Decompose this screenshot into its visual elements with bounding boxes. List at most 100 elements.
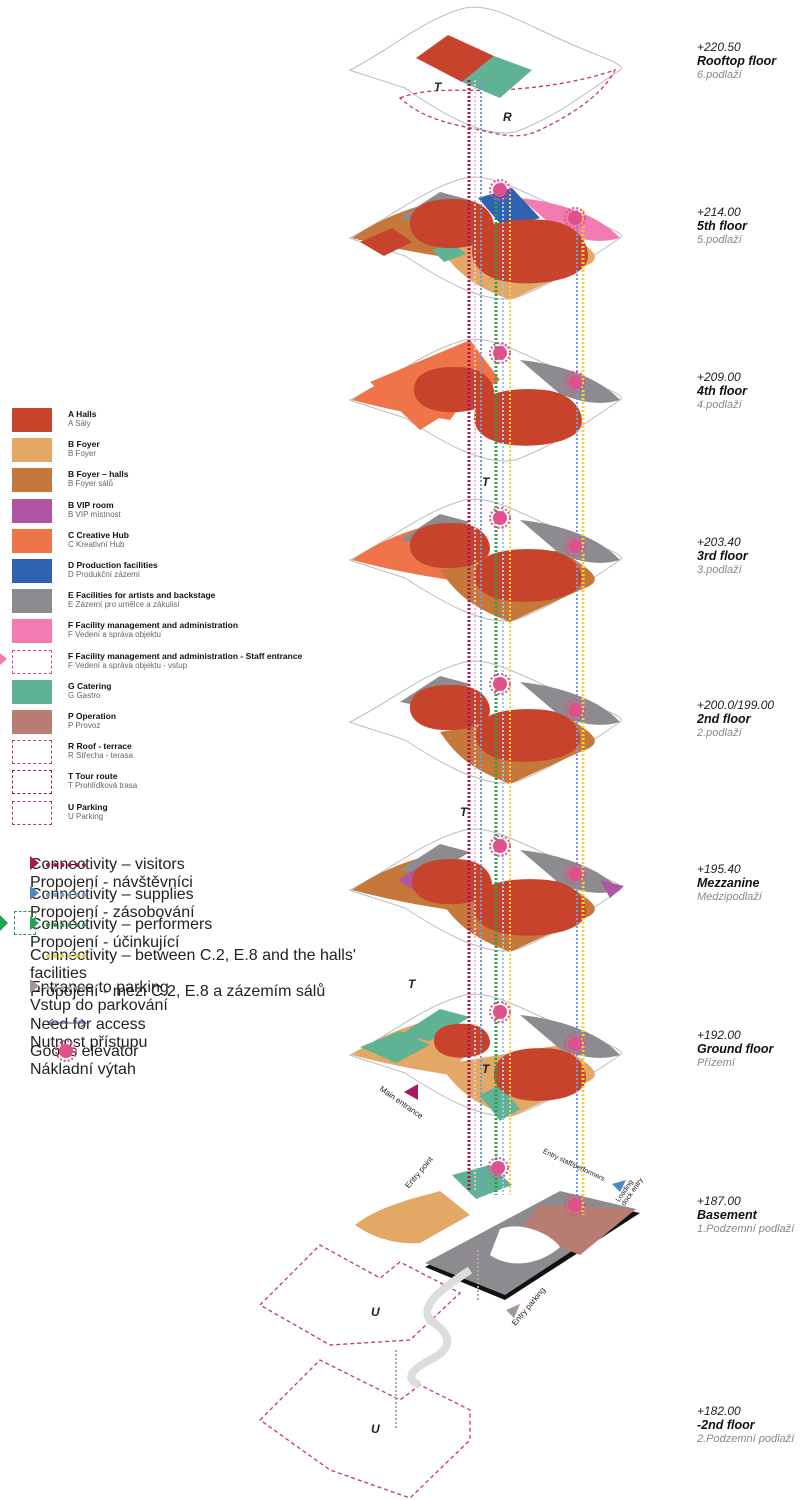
level-name-cz: 2.Podzemní podlaží (697, 1433, 795, 1445)
level-name: Rooftop floor (697, 54, 777, 68)
goods-elevator-icon (564, 863, 586, 885)
legend-item: U Parking U Parking (12, 800, 342, 829)
connectivity-pointer-icon (30, 916, 39, 930)
goods-elevator-icon (493, 839, 507, 853)
level-label: +200.0/199.00 2nd floor 2.podlaží (697, 698, 807, 740)
level-name: -2nd floor (697, 1418, 755, 1432)
goods-elevator-icon (493, 183, 507, 197)
legend-swatch (12, 619, 52, 644)
legend-item: F Facility management and administration… (12, 619, 342, 647)
level-label: +214.00 5th floor 5.podlaží (697, 205, 807, 247)
connectivity-pointer-icon (30, 856, 39, 870)
legend-title: U Parking (68, 801, 108, 812)
legend-item: B Foyer B Foyer (12, 438, 342, 466)
backstage-zone (400, 1009, 470, 1041)
legend-subtitle: E Zázemí pro umělce a zákulisí (68, 600, 180, 610)
level-name-cz: Medzipodlaží (697, 891, 762, 903)
goods-elevator-icon (564, 371, 586, 393)
legend-swatch (12, 589, 52, 614)
label-parking-basement: U (371, 1305, 380, 1319)
goods-elevator-icon (493, 1005, 507, 1019)
legend-item: P Operation P Provoz (12, 710, 342, 738)
level-name-cz: 5.podlaží (697, 234, 742, 246)
legend-swatch (12, 770, 52, 795)
connectivity-item: Goods elevator Nákladní výtah (30, 1040, 360, 1078)
goods-elevator-icon (489, 835, 511, 857)
legend-item: B Foyer – halls B Foyer sálů (12, 468, 342, 496)
staff-entrance-pointer-icon (0, 653, 7, 665)
legend-title: P Operation (68, 711, 117, 721)
legend-swatch (12, 498, 52, 523)
legend-swatch (12, 679, 52, 704)
goods-elevator-icon (564, 1194, 586, 1216)
basement-plate (355, 1165, 640, 1300)
backstage-zone (520, 682, 620, 725)
hall-shape (494, 1048, 586, 1101)
performers-swatch (14, 911, 36, 935)
level-elevation: +182.00 (697, 1404, 741, 1418)
goods-elevator-icon (489, 179, 511, 201)
connectivity-pointer-icon (30, 886, 39, 900)
connectivity-line (46, 893, 86, 897)
legend-swatch (12, 438, 52, 463)
legend-swatch (12, 559, 52, 583)
level-elevation: +220.50 (697, 40, 741, 54)
legend-subtitle: P Provoz (68, 721, 101, 730)
legend-title: B VIP room (68, 499, 114, 510)
legend-subtitle: A Sály (68, 419, 91, 428)
hall-shape (474, 549, 582, 602)
catering-zone (360, 1031, 430, 1063)
legend-title: A Halls (68, 409, 97, 419)
legend-item: T Tour route T Prohlídková trasa (12, 770, 342, 798)
legend-swatch (12, 468, 52, 493)
level-name-cz: 6.podlaží (697, 69, 742, 81)
legend-title: B Foyer – halls (68, 469, 129, 480)
level-label: +192.00 Ground floor Přízemí (697, 1028, 807, 1070)
legend-subtitle: D Produkční zázemí (68, 570, 141, 579)
legend-swatch (12, 649, 52, 674)
connectivity-subtitle: Vstup do parkování (30, 997, 168, 1014)
level-label: +182.00 -2nd floor 2.Podzemní podlaží (697, 1404, 807, 1446)
connectivity-subtitle: Nákladní výtah (30, 1061, 136, 1078)
hall-shape (410, 522, 490, 569)
legend-subtitle: G Gastro (68, 690, 101, 700)
basement-foyer (355, 1191, 470, 1244)
legend-title: C Creative Hub (68, 529, 129, 540)
level-elevation: +203.40 (697, 535, 741, 549)
void (490, 1226, 560, 1264)
level-elevation: +200.0/199.00 (697, 698, 775, 712)
goods-elevator-icon (568, 703, 582, 717)
legend-title: G Catering (68, 680, 112, 691)
goods-elevator-icon (568, 1198, 582, 1212)
connectivity-title: Need for access (30, 1016, 146, 1033)
connectivity-line (46, 954, 86, 958)
connectivity-subtitle: Nutnost přístupu (30, 1034, 148, 1051)
connectivity-item: Connectivity – performers Propojení - úč… (30, 916, 360, 951)
connectivity-item: Connectivity – supplies Propojení - záso… (30, 886, 360, 921)
level-label: +209.00 4th floor 4.podlaží (697, 370, 807, 412)
hall-shape (410, 684, 490, 731)
loading-dock-icon (612, 1180, 626, 1192)
hall-shape (474, 879, 586, 936)
level-elevation: +209.00 (697, 370, 741, 384)
legend-swatch (12, 408, 52, 432)
legend-subtitle: F Vedení a správa objektu (68, 630, 161, 640)
level-label: +220.50 Rooftop floor 6.podlaží (697, 40, 807, 82)
goods-elevator-icon (564, 207, 586, 229)
label-tour-mezz: T (408, 977, 416, 991)
legend-subtitle: B Foyer sálů (68, 479, 113, 489)
level-name-cz: 1.Podzemní podlaží (697, 1223, 795, 1235)
performers-pointer-icon (0, 915, 8, 931)
legend-item: C Creative Hub C Kreativní Hub (12, 528, 342, 557)
legend-item: R Roof - terrace R Střecha - terasa (12, 740, 342, 768)
legend-swatch (12, 528, 52, 553)
level-name-cz: 2.podlaží (697, 727, 742, 739)
goods-elevator-icon (568, 539, 582, 553)
goods-elevator-icon (489, 342, 511, 364)
connectivity-title: Connectivity – visitors (30, 856, 185, 873)
main-entrance-icon (404, 1084, 418, 1100)
hall-shape (472, 219, 588, 284)
connectivity-subtitle: Propojení - mezi C.2, E.8 a zázemím sálů (30, 983, 326, 1000)
legend-subtitle: C Kreativní Hub (68, 539, 125, 549)
